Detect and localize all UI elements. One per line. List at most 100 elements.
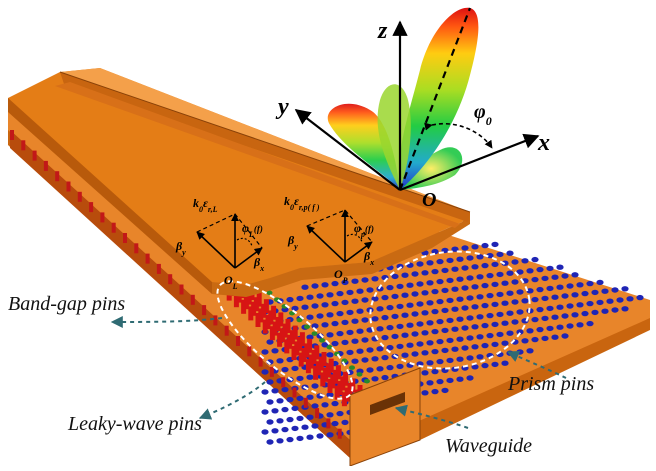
prism-pin <box>366 367 374 373</box>
prism-pin <box>336 330 344 337</box>
prism-pin <box>621 286 629 292</box>
prism-pin <box>516 269 524 275</box>
prism-pin <box>346 349 354 356</box>
leaky-wave-pins-label: Leaky-wave pins <box>67 413 202 435</box>
prism-pin <box>571 312 579 318</box>
prism-pin <box>576 282 584 288</box>
prism-pin <box>576 322 584 328</box>
prism-pin <box>291 405 299 412</box>
prism-pin <box>326 392 334 398</box>
prism-pin <box>266 439 274 445</box>
leaky-wave-pin <box>262 319 268 334</box>
leaky-wave-pin <box>285 319 291 333</box>
prism-pin <box>516 349 524 355</box>
prism-pin <box>471 324 479 330</box>
prism-pin <box>531 316 539 323</box>
prism-pin <box>261 429 269 435</box>
prism-pin <box>476 274 484 280</box>
prism-pin <box>491 261 499 268</box>
prism-pin <box>461 345 469 351</box>
prism-pin <box>351 278 359 284</box>
prism-pin <box>431 248 439 255</box>
leaky-wave-pin <box>307 338 313 353</box>
leaky-wave-pin <box>287 334 293 349</box>
prism-pin <box>496 251 504 258</box>
prism-pin <box>491 241 499 248</box>
prism-pin <box>441 267 449 274</box>
rail-pin <box>156 263 161 274</box>
prism-pin <box>471 264 479 270</box>
prism-pin <box>471 364 479 370</box>
prism-pin <box>276 358 284 364</box>
rail-pin <box>190 294 195 305</box>
prism-pin <box>476 294 484 300</box>
prism-pin <box>411 351 419 357</box>
prism-pin <box>421 270 429 276</box>
prism-pin <box>556 304 564 310</box>
prism-pin <box>451 326 459 332</box>
leaky-wave-pin <box>325 363 331 378</box>
prism-pin <box>311 283 319 289</box>
prism-pin <box>326 352 334 358</box>
prism-pin <box>501 320 509 326</box>
left-phi-label: φL(f) <box>242 221 263 239</box>
prism-pin <box>331 420 339 427</box>
rail-pin <box>258 356 263 367</box>
prism-pin <box>556 264 564 270</box>
prism-pin <box>466 275 474 281</box>
prism-pin <box>331 400 339 407</box>
rail-pin <box>303 397 308 408</box>
prism-pin <box>391 273 399 280</box>
prism-pin <box>371 316 379 322</box>
prism-pin <box>496 311 504 318</box>
prism-pin <box>266 399 274 405</box>
prism-pin <box>416 281 424 287</box>
prism-pin <box>526 268 534 274</box>
prism-pin <box>271 388 279 394</box>
prism-pin <box>411 311 419 317</box>
prism-pin <box>381 354 389 361</box>
prism-pin <box>411 271 419 277</box>
leaky-wave-pin <box>315 361 321 376</box>
rail-pin <box>269 366 274 377</box>
leaky-wave-pin <box>263 299 269 314</box>
prism-pin <box>421 370 429 376</box>
prism-pin <box>536 306 544 313</box>
leaky-wave-pin <box>314 345 320 360</box>
prism-pin <box>286 416 294 423</box>
prism-pins <box>261 241 644 445</box>
rail-pin <box>315 408 320 419</box>
prism-pin <box>486 292 494 299</box>
prism-pin <box>326 312 334 318</box>
prism-pin <box>386 344 394 351</box>
prism-pin <box>361 277 369 283</box>
prism-pin <box>416 301 424 307</box>
leaky-wave-pin <box>337 381 343 395</box>
prism-pin <box>511 299 519 305</box>
prism-pin <box>606 298 614 304</box>
leaky-wave-pin <box>278 312 284 327</box>
rail-pin <box>145 253 150 264</box>
prism-pin <box>276 418 284 424</box>
prism-pin <box>591 309 599 316</box>
prism-pin <box>466 355 474 361</box>
left-vector-diagram <box>196 213 263 269</box>
prism-pin <box>496 291 504 298</box>
prism-pin <box>506 250 514 256</box>
waveguide-port <box>349 367 421 467</box>
prism-pin <box>321 282 329 288</box>
prism-pin <box>336 310 344 317</box>
prism-pin <box>446 297 454 304</box>
prism-pin <box>421 310 429 316</box>
y-axis-label: y <box>275 94 289 120</box>
prism-pin <box>611 287 619 293</box>
prism-pin <box>341 419 349 426</box>
prism-pin <box>561 313 569 319</box>
prism-pin <box>391 333 399 340</box>
prism-pin <box>421 290 429 296</box>
prism-pin <box>516 329 524 335</box>
prism-pin <box>426 260 434 266</box>
prism-pin <box>566 283 574 289</box>
prism-pin <box>421 350 429 356</box>
prism-pin <box>281 426 289 433</box>
